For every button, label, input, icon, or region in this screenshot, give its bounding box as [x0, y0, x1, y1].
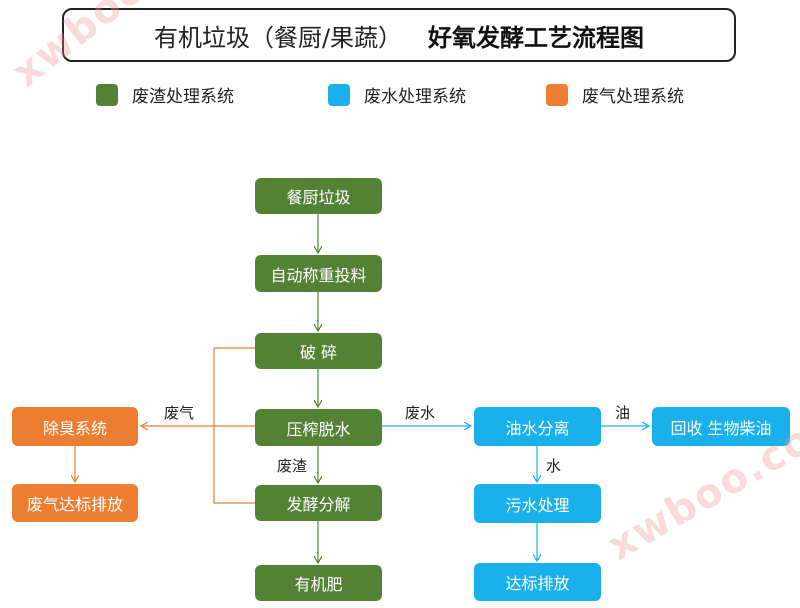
legend-item-gas: 废气处理系统 — [546, 82, 684, 107]
node-deodorize: 除臭系统 — [12, 407, 138, 446]
node-food-waste: 餐厨垃圾 — [255, 178, 382, 214]
node-oil-water-separation: 油水分离 — [474, 407, 601, 446]
legend-swatch-orange — [546, 83, 568, 106]
title-main: 有机垃圾（餐厨/果蔬） — [153, 23, 403, 52]
diagram-title: 有机垃圾（餐厨/果蔬） 好氧发酵工艺流程图 — [62, 8, 736, 62]
node-recycle-biodiesel: 回收 生物柴油 — [652, 407, 790, 446]
node-auto-weigh: 自动称重投料 — [255, 255, 382, 292]
node-press-dewater: 压榨脱水 — [255, 409, 382, 446]
title-bold: 好氧发酵工艺流程图 — [428, 23, 645, 52]
node-crush: 破 碎 — [255, 333, 382, 369]
legend-label-residue: 废渣处理系统 — [132, 87, 234, 107]
label-water: 水 — [546, 457, 562, 475]
node-ferment: 发酵分解 — [255, 485, 382, 521]
legend-swatch-green — [96, 83, 118, 106]
label-oil: 油 — [615, 404, 631, 422]
node-sewage-treatment: 污水处理 — [474, 484, 601, 523]
legend-label-gas: 废气处理系统 — [582, 87, 684, 107]
legend-item-water: 废水处理系统 — [328, 82, 466, 107]
label-waste-gas: 废气 — [164, 404, 195, 422]
node-gas-discharge: 废气达标排放 — [12, 484, 138, 522]
node-water-discharge: 达标排放 — [474, 563, 601, 601]
legend-swatch-blue — [328, 83, 350, 106]
node-fertilizer: 有机肥 — [255, 565, 382, 601]
legend-item-residue: 废渣处理系统 — [96, 82, 234, 107]
label-waste-water: 废水 — [405, 404, 436, 422]
legend-label-water: 废水处理系统 — [364, 87, 466, 107]
label-residue: 废渣 — [277, 457, 308, 475]
